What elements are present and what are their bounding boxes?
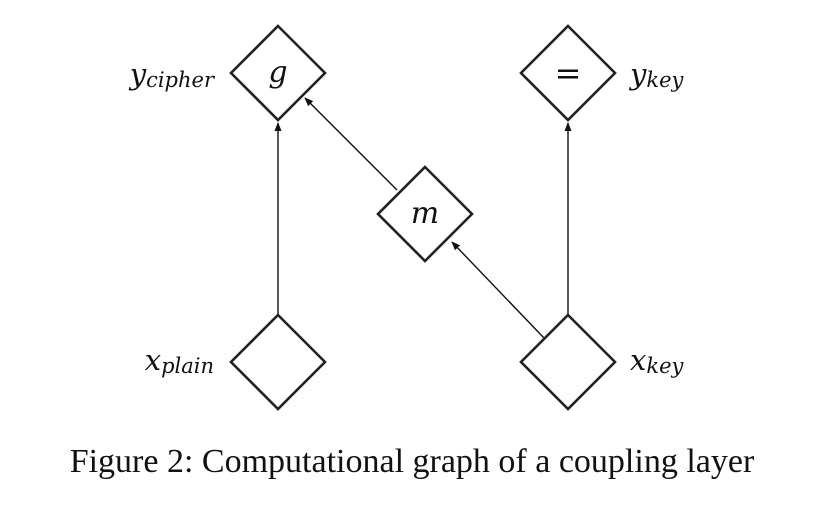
edge-m-to-g — [304, 97, 398, 191]
node-identity-symbol: = — [555, 54, 582, 92]
label-x-plain: xplain — [145, 343, 214, 378]
node-m-symbol: m — [411, 196, 439, 231]
node-x-plain — [229, 313, 327, 411]
figure-caption: Figure 2: Computational graph of a coupl… — [69, 443, 755, 480]
node-g-symbol: g — [268, 55, 287, 90]
label-y-cipher: ycipher — [128, 57, 216, 92]
node-m — [376, 165, 474, 263]
label-x-key: xkey — [630, 343, 685, 378]
node-identity — [519, 24, 617, 122]
label-y-key: ykey — [628, 57, 685, 92]
node-g — [229, 24, 327, 122]
node-x-key — [519, 313, 617, 411]
edge-xkey-to-m — [451, 241, 545, 339]
